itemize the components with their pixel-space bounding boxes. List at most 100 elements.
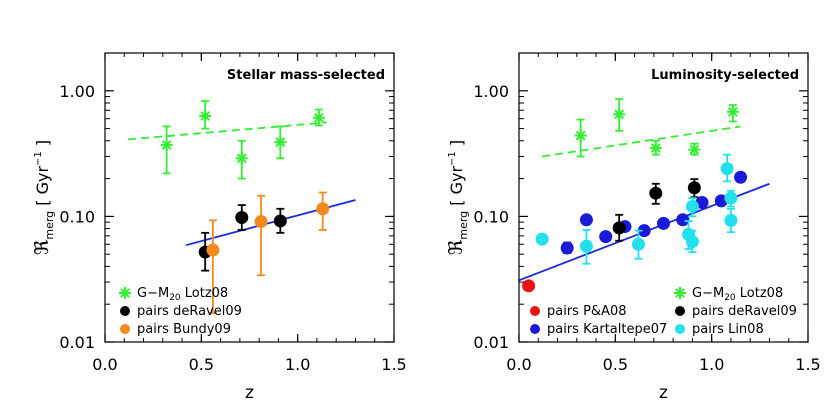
data-point [657,216,670,230]
legend-label: pairs P&A08 [547,304,627,319]
x-tick-label: 1.5 [795,355,820,374]
y-tick-label: 0.10 [473,207,509,226]
legend-marker [674,287,686,299]
legend-label: pairs Lin08 [692,322,764,337]
asterisk-stroke [275,137,286,148]
series-0 [160,100,325,180]
asterisk-stroke [650,143,661,153]
legend-label: pairs Bundy09 [137,322,231,337]
data-point [160,139,173,152]
fit-line-0 [541,125,741,158]
data-point [631,237,645,251]
x-axis-label: z [659,383,668,403]
x-axis-label: z [245,383,254,403]
data-point [535,232,549,246]
y-label-symbol: ℜ [445,239,467,255]
x-tick-label: 1.0 [699,355,724,374]
asterisk-stroke [236,153,247,164]
y-label-exponent: −1 [447,151,458,166]
legend-item: pairs deRavel09 [675,304,797,319]
data-point [273,214,287,228]
data-point [688,143,701,156]
error-bar [208,219,217,314]
legend-item: G−M20 Lotz08 [674,286,783,303]
asterisk-stroke [313,112,324,123]
data-point [649,142,662,155]
data-point [726,105,739,118]
legend-label-rest: Lotz08 [736,286,784,301]
legend-item: G−M20 Lotz08 [119,286,228,303]
y-label-unit: [ Gyr [447,166,466,211]
data-point [579,239,593,253]
data-point [724,191,738,205]
legend-item: pairs deRavel09 [120,304,242,319]
data-point [206,243,220,257]
data-point [274,136,287,149]
asterisk-stroke [689,144,700,155]
series-2 [574,98,739,158]
x-tick-label: 0.0 [506,355,531,374]
x-tick-label: 1.0 [285,355,310,374]
y-label-close: ] [447,140,466,151]
data-point [724,213,738,227]
y-tick-label: 0.01 [59,333,95,352]
panel-annotation: Stellar mass-selected [227,68,385,83]
asterisk-stroke [614,109,625,120]
data-point [687,181,701,195]
y-label-close: ] [33,140,52,151]
asterisk-stroke [727,106,738,117]
y-label-subscript: merg [43,211,56,240]
data-point [574,129,587,142]
error-bar [257,194,266,277]
legend-label: G−M20 Lotz08 [692,286,783,303]
series-2 [206,191,330,314]
data-point [199,110,212,123]
y-label-unit: [ Gyr [33,166,52,211]
plot-frame [518,52,809,343]
series-4 [535,153,738,265]
data-point [676,213,690,227]
data-point [685,235,699,249]
x-tick-label: 0.0 [92,355,117,374]
data-point [312,111,325,124]
fit-line-0 [128,121,327,141]
data-point [637,224,651,238]
data-point [254,215,268,229]
y-tick-label: 0.01 [473,333,509,352]
series-0 [522,279,536,293]
data-point [612,221,626,235]
legend-label-sub: 20 [169,293,181,303]
legend-label: pairs deRavel09 [137,304,242,319]
asterisk-stroke [675,288,685,298]
data-point [316,202,330,216]
legend-marker [119,287,131,299]
data-point [579,213,593,227]
asterisk-stroke [200,111,211,121]
legend-item: pairs P&A08 [530,304,627,319]
legend: pairs P&A08 pairs Kartaltepe07 G−M20 Lotz0… [530,286,797,337]
asterisk-stroke [120,288,130,298]
x-tick-label: 0.5 [189,355,214,374]
legend-marker [530,306,540,316]
legend-label: pairs Kartaltepe07 [547,322,667,337]
y-tick-label: 0.10 [59,207,95,226]
x-tick-label: 0.5 [603,355,628,374]
data-point [235,152,248,165]
legend-item: pairs Kartaltepe07 [530,322,667,337]
data-point [734,170,748,184]
legend-label: pairs deRavel09 [692,304,797,319]
legend-label-main: G−M [137,286,169,301]
panel-luminosity: 0.0 0.5 1.0 1.5 0.01 0.10 1.00 z ℜmerg [ Gyr−1 ]… [445,52,821,403]
legend-label-main: G−M [692,286,724,301]
x-tick-label: 1.5 [381,355,406,374]
plot-frame [104,52,395,343]
y-label-subscript: merg [457,211,470,240]
y-axis-label: ℜmerg [ Gyr−1 ] [31,140,56,255]
legend-marker [675,306,685,316]
data-point [560,241,574,255]
y-tick-label: 1.00 [473,82,509,101]
asterisk-stroke [161,140,172,150]
